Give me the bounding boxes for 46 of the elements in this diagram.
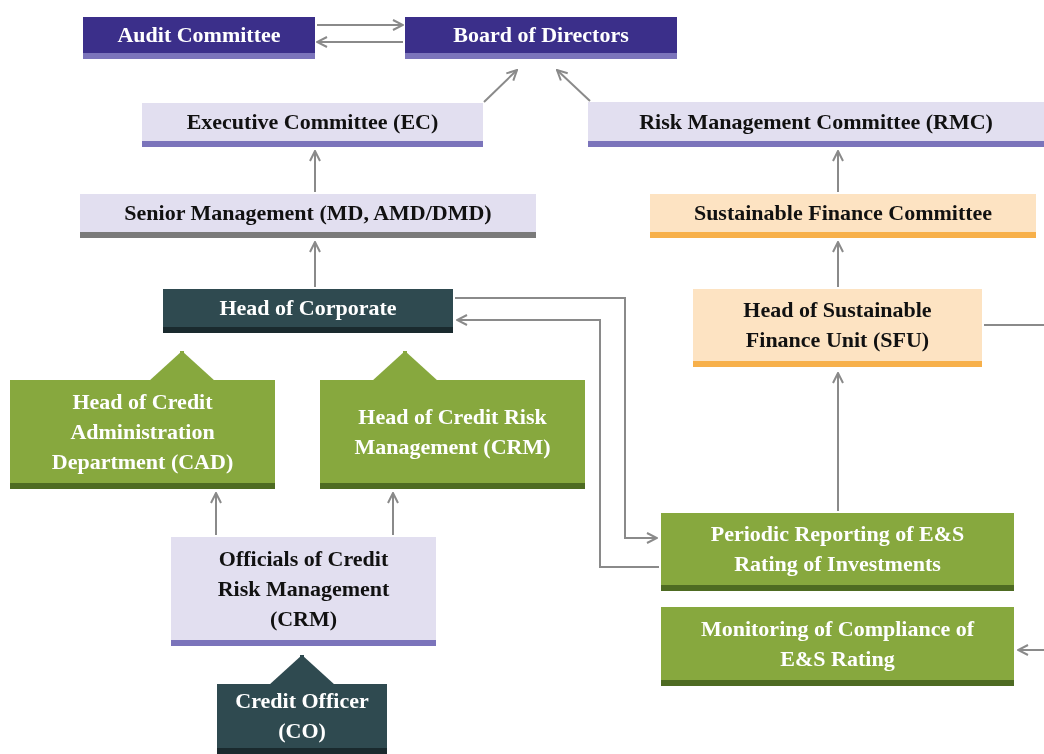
- org-unit-box: [10, 380, 275, 489]
- org-unit-box: [405, 17, 677, 59]
- org-unit-box: [217, 684, 387, 754]
- unit-title: Board of Directors: [453, 21, 629, 49]
- arrow: [456, 314, 660, 568]
- org-unit-box: [661, 607, 1014, 686]
- unit-title: Audit Committee: [117, 21, 281, 49]
- org-unit-box: [80, 194, 536, 238]
- arrow: [832, 241, 844, 288]
- org-unit-box: [171, 537, 436, 646]
- pointer-triangle: [372, 351, 438, 381]
- org-unit-box: [693, 289, 982, 367]
- unit-title: Head of Sustainable Finance Unit (SFU): [742, 296, 933, 354]
- org-unit-box: [650, 194, 1036, 238]
- unit-title: Credit Officer (CO): [234, 687, 370, 745]
- org-unit-box: [320, 380, 585, 489]
- unit-title: Head of Credit Administration Department (CAD): [50, 387, 235, 476]
- unit-title: Monitoring of Compliance of E&S Rating: [699, 614, 976, 673]
- org-unit-box: [142, 103, 483, 147]
- arrow: [316, 36, 404, 48]
- unit-title: Executive Committee (EC): [186, 108, 439, 136]
- unit-title: Head of Credit Risk Management (CRM): [354, 402, 551, 461]
- arrow: [1017, 644, 1044, 656]
- arrow: [309, 241, 321, 288]
- arrow: [832, 372, 844, 512]
- unit-title: Officials of Credit Risk Management (CRM): [216, 544, 391, 633]
- org-unit-box: [661, 513, 1014, 591]
- arrow: [387, 492, 399, 536]
- org-unit-box: [588, 102, 1044, 147]
- arrow: [454, 297, 658, 544]
- arrow: [483, 69, 518, 103]
- org-unit-box: [83, 17, 315, 59]
- arrow: [316, 19, 404, 31]
- arrow: [556, 69, 591, 102]
- arrow: [210, 492, 222, 536]
- unit-title: Sustainable Finance Committee: [693, 199, 993, 227]
- arrow: [309, 150, 321, 193]
- unit-title: Senior Management (MD, AMD/DMD): [124, 199, 492, 227]
- pointer-triangle: [149, 351, 215, 381]
- arrow: [832, 150, 844, 193]
- org-unit-box: [163, 289, 453, 333]
- connector-line: [983, 324, 1044, 326]
- unit-title: Risk Management Committee (RMC): [639, 107, 993, 136]
- unit-title: Head of Corporate: [219, 294, 397, 322]
- pointer-triangle: [269, 655, 335, 685]
- unit-title: Periodic Reporting of E&S Rating of Investments: [709, 520, 966, 578]
